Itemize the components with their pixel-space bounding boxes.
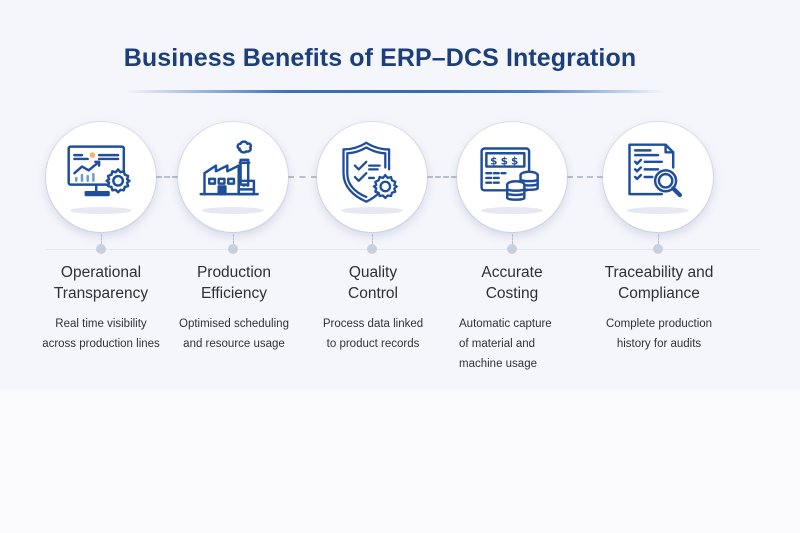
- benefit-description: Automatic capture of material and machin…: [459, 318, 552, 370]
- icon-shadow: [627, 207, 689, 214]
- timeline-tick-5: [658, 234, 659, 244]
- benefit-heading: Accurate Costing: [481, 264, 543, 302]
- benefit-description: Complete production history for audits: [605, 318, 713, 350]
- benefit-circle-accurate-costing: $ $ $: [457, 122, 567, 232]
- benefit-quality-control: Quality Control Process data linked to p…: [318, 262, 428, 354]
- page-title: Business Benefits of ERP–DCS Integration: [123, 44, 637, 72]
- timeline-dot-1: [96, 244, 106, 254]
- benefit-heading: Production Efficiency: [196, 264, 272, 302]
- benefit-accurate-costing: Accurate Costing Automatic capture of ma…: [452, 262, 572, 374]
- title-underline: [125, 90, 665, 93]
- svg-text:$: $: [490, 156, 497, 168]
- benefit-traceability-compliance: Traceability and Compliance Complete pro…: [598, 262, 720, 354]
- benefit-heading: Quality Control: [348, 264, 398, 302]
- timeline-dot-4: [507, 244, 517, 254]
- timeline-tick-4: [512, 234, 513, 244]
- connector-2-3: [288, 176, 317, 178]
- checklist-magnifier-icon: [628, 143, 682, 198]
- invoice-coins-icon: $ $ $: [480, 147, 539, 201]
- benefit-production-efficiency: Production Efficiency Optimised scheduli…: [168, 262, 300, 354]
- factory-icon: [199, 140, 259, 196]
- timeline-tick-3: [372, 234, 373, 244]
- shield-check-gear-icon: [342, 141, 398, 203]
- timeline-tick-1: [101, 234, 102, 244]
- benefit-heading: Traceability and Compliance: [604, 264, 714, 302]
- benefit-operational-transparency: Operational Transparency Real time visib…: [31, 262, 171, 354]
- connector-1-2: [156, 176, 178, 178]
- svg-text:$: $: [501, 156, 508, 168]
- benefit-circle-traceability-compliance: [603, 122, 713, 232]
- icon-shadow: [70, 207, 132, 214]
- benefit-description: Optimised scheduling and resource usage: [179, 318, 289, 350]
- connector-4-5: [567, 176, 603, 178]
- timeline-tick-2: [233, 234, 234, 244]
- timeline-baseline: [45, 249, 760, 250]
- benefit-circle-production-efficiency: [178, 122, 288, 232]
- svg-text:$: $: [511, 156, 518, 168]
- timeline-dot-3: [367, 244, 377, 254]
- icon-shadow: [481, 207, 543, 214]
- monitor-analytics-gear-icon: [67, 145, 131, 197]
- icon-shadow: [341, 207, 403, 214]
- benefit-description: Real time visibility across production l…: [42, 318, 160, 350]
- timeline-dot-5: [653, 244, 663, 254]
- timeline-dot-2: [228, 244, 238, 254]
- benefit-heading: Operational Transparency: [53, 264, 149, 302]
- benefit-description: Process data linked to product records: [322, 318, 424, 350]
- benefit-circle-quality-control: [317, 122, 427, 232]
- connector-3-4: [427, 176, 457, 178]
- benefit-circle-operational-transparency: [46, 122, 156, 232]
- icon-shadow: [202, 207, 264, 214]
